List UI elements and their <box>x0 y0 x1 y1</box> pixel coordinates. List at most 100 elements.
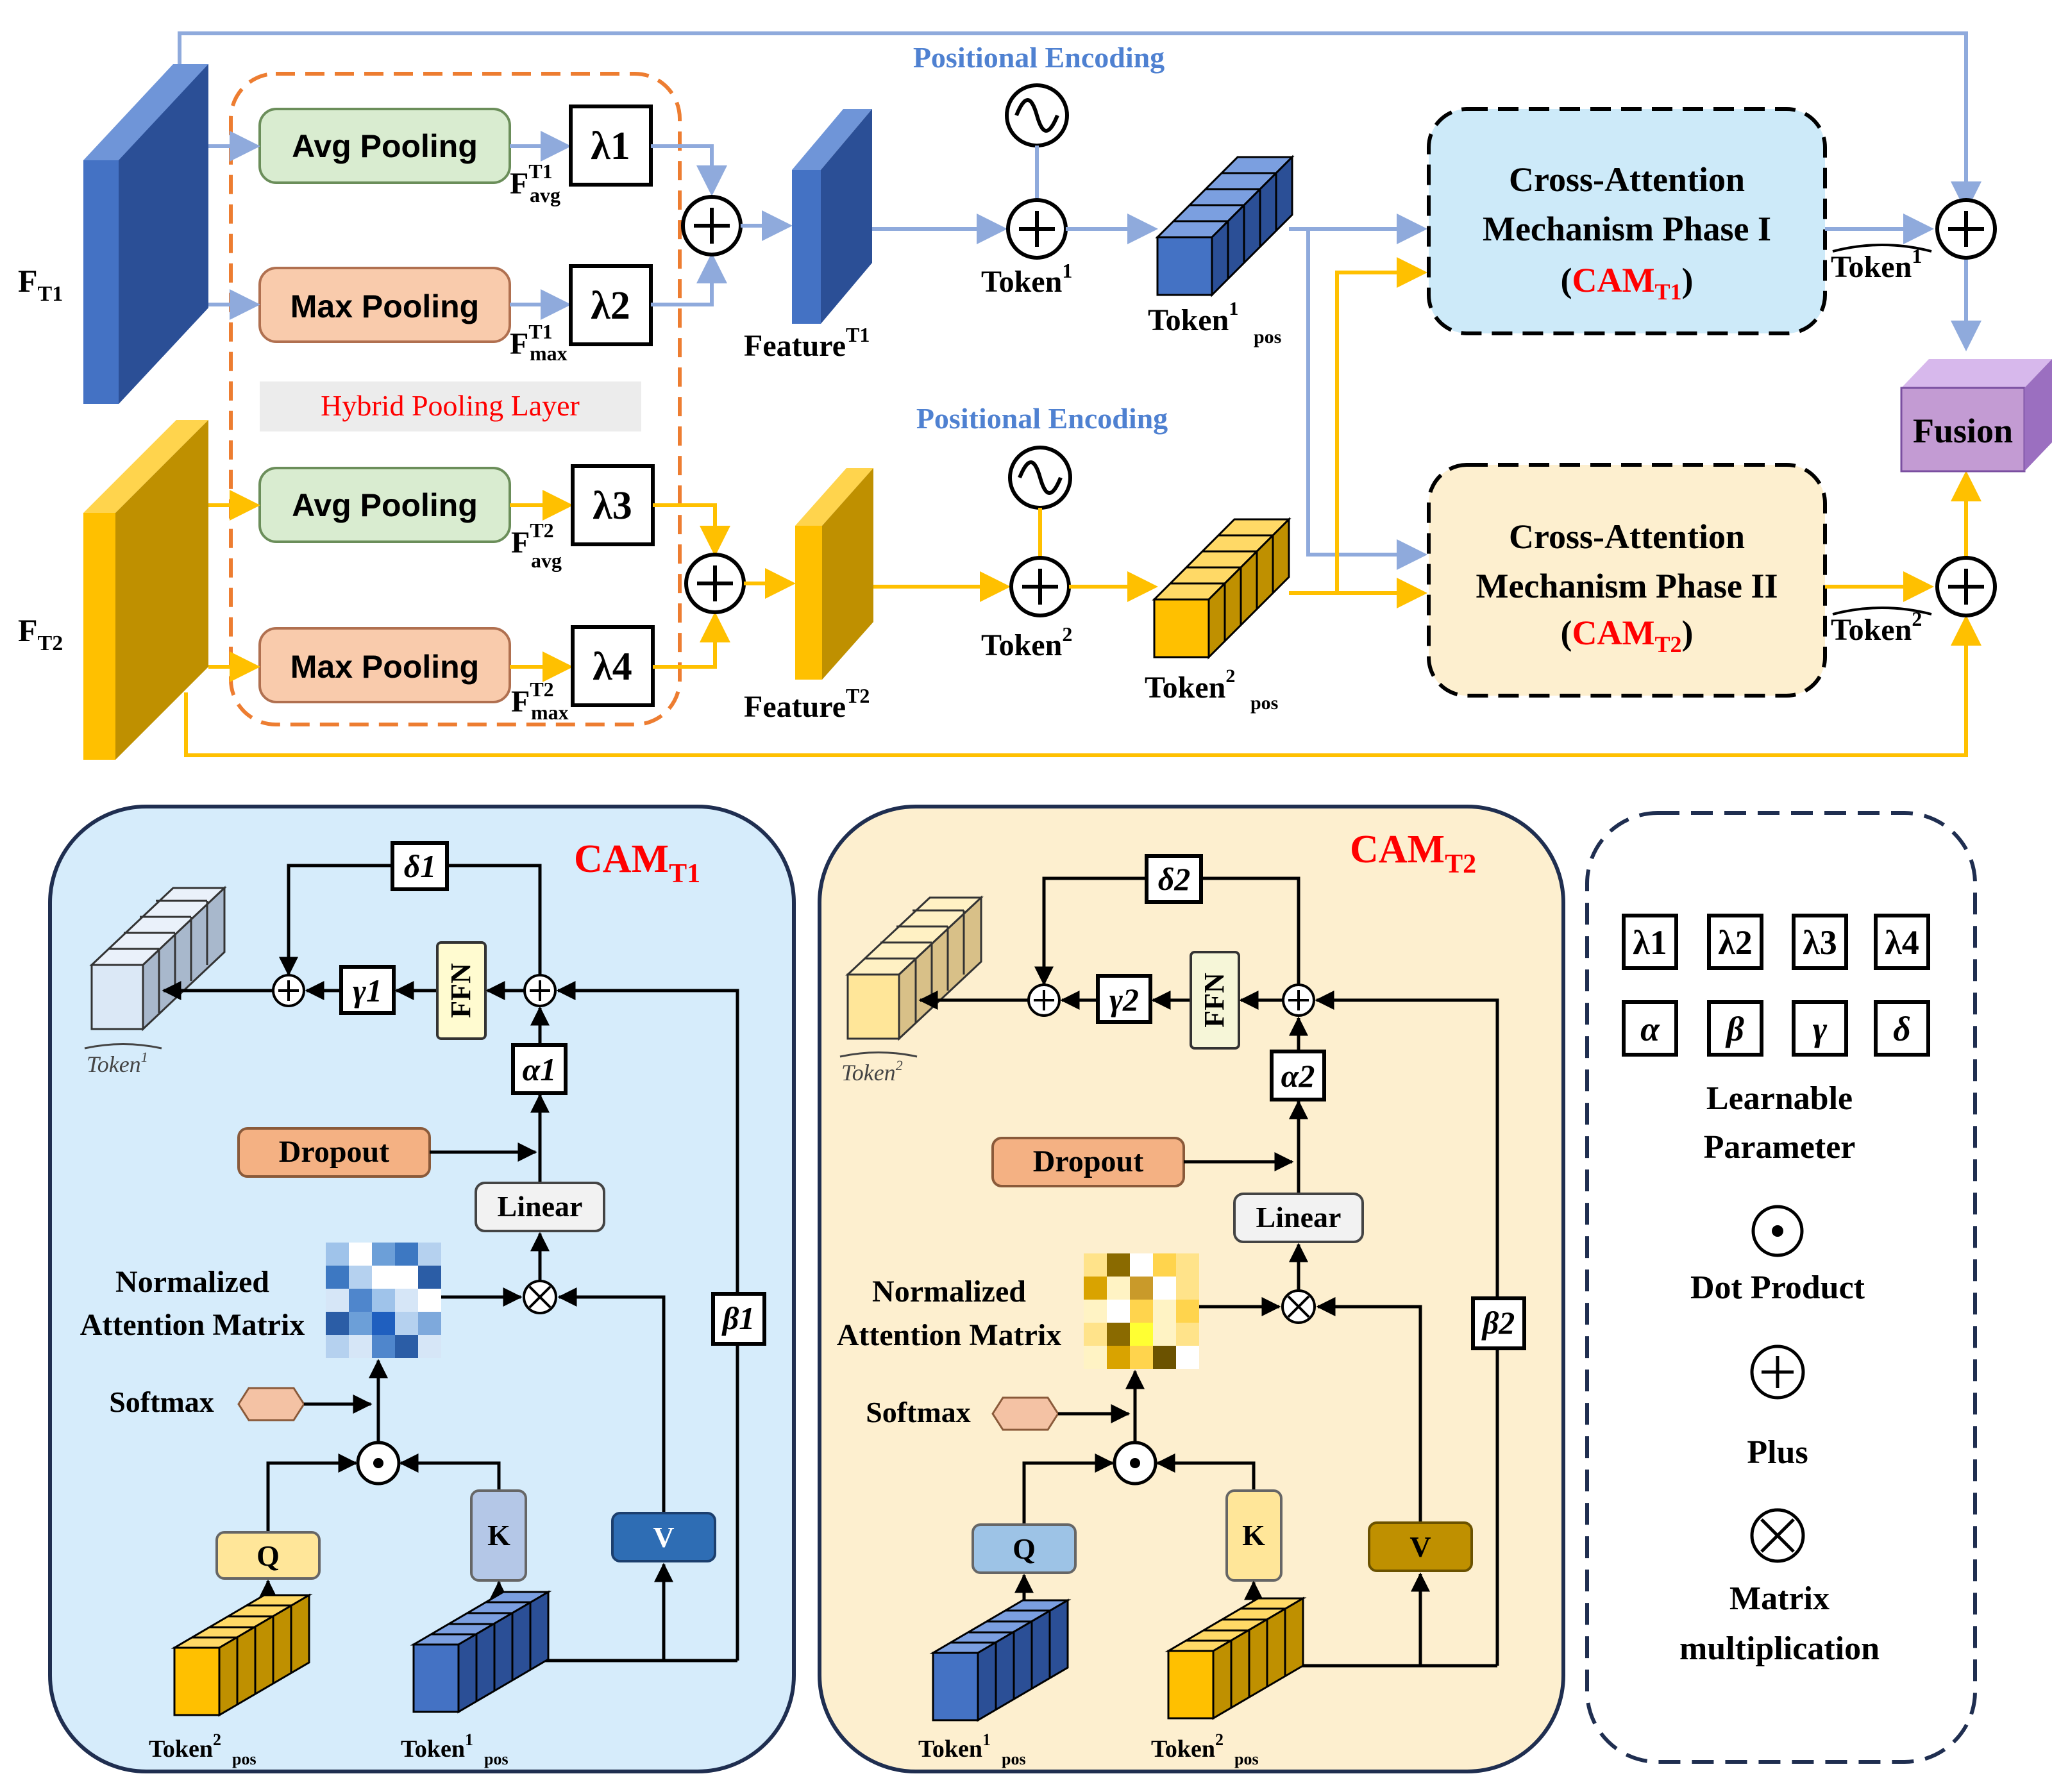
cam2-norm-label-2: Attention Matrix <box>837 1318 1062 1352</box>
cam2-dropout-box: Dropout <box>991 1137 1185 1187</box>
f-avg-t2-label: FT2 <box>511 519 554 560</box>
legend-dot-product-icon <box>1751 1205 1804 1257</box>
legend-param-beta: β <box>1707 1000 1763 1057</box>
legend-learnable-1: Learnable <box>1706 1080 1853 1117</box>
avg-pooling-t1: Avg Pooling <box>258 108 511 184</box>
cam2-norm-label-1: Normalized <box>872 1275 1026 1309</box>
legend-matmul-icon <box>1750 1508 1805 1563</box>
fusion-cube: Fusion <box>1900 359 2052 473</box>
cam-phase2-box: Cross-Attention Mechanism Phase II (CAMT… <box>1427 463 1827 698</box>
svg-text:α2: α2 <box>1281 1058 1315 1094</box>
cam2-matmul-op <box>1281 1289 1316 1324</box>
cam1-ffn-box: FFN <box>436 941 487 1040</box>
svg-text:V: V <box>653 1521 674 1553</box>
token2-label: Token2 <box>981 623 1072 662</box>
positional-encoding-label-2: Positional Encoding <box>916 402 1168 435</box>
svg-text:λ4: λ4 <box>1885 923 1919 962</box>
svg-text:Q: Q <box>257 1539 280 1572</box>
positional-encoding-label-1: Positional Encoding <box>913 41 1165 74</box>
feature-t2-label: FeatureT2 <box>744 684 870 724</box>
plus-op-t1 <box>681 195 743 256</box>
feature-t1-block <box>792 109 872 324</box>
svg-text:α1: α1 <box>523 1051 557 1087</box>
svg-text:Linear: Linear <box>498 1190 583 1223</box>
hybrid-pooling-label-bg <box>260 381 641 431</box>
cam2-ffn-box: FFN <box>1190 951 1240 1050</box>
svg-text:Mechanism Phase II: Mechanism Phase II <box>1476 567 1778 605</box>
f-avg-t2-sub: avg <box>531 549 562 572</box>
cam1-k-token-stack <box>410 1590 552 1714</box>
cam2-k-box: K <box>1225 1489 1283 1582</box>
cam1-panel-title: CAMT1 <box>574 837 700 889</box>
lambda3-box: λ3 <box>571 464 655 546</box>
cam1-gamma-box: γ1 <box>339 965 396 1015</box>
cam2-output-hat <box>839 1051 918 1058</box>
ft2-label: FT2 <box>18 612 63 655</box>
ft1-feature-block <box>83 64 208 404</box>
legend-param-delta: δ <box>1874 1000 1930 1057</box>
f-max-t2-sub: max <box>531 701 569 724</box>
svg-text:β1: β1 <box>721 1300 755 1336</box>
cam2-q-token-stack <box>929 1598 1072 1722</box>
svg-text:γ1: γ1 <box>353 973 382 1009</box>
svg-text:Q: Q <box>1013 1532 1036 1565</box>
cam1-v-box: V <box>611 1512 716 1562</box>
lambda2-box: λ2 <box>569 264 653 346</box>
cam1-delta-box: δ1 <box>391 841 449 891</box>
cam2-k-token-label: Token2 <box>1151 1730 1224 1763</box>
cam2-plus-left <box>1027 984 1061 1017</box>
plus-fusion-1 <box>1935 198 1997 260</box>
cam1-q-token-sub: pos <box>232 1750 257 1768</box>
svg-text:λ1: λ1 <box>1633 923 1667 962</box>
svg-text:Avg Pooling: Avg Pooling <box>292 128 478 164</box>
legend-param-alpha: α <box>1622 1000 1678 1057</box>
svg-text:Max Pooling: Max Pooling <box>290 649 479 685</box>
f-avg-t1-label: FT1 <box>510 160 553 201</box>
cam2-attention-matrix <box>1084 1253 1199 1369</box>
svg-text:V: V <box>1409 1530 1431 1563</box>
token-hat1-hat <box>1832 244 1932 253</box>
token-hat1-label: Token1 <box>1831 244 1922 284</box>
cam1-matmul-op <box>523 1280 557 1314</box>
cam1-k-box: K <box>470 1489 527 1582</box>
cam2-q-token-label: Token1 <box>918 1730 991 1763</box>
cam2-panel-title: CAMT2 <box>1350 828 1476 879</box>
legend-plus-icon <box>1750 1344 1805 1400</box>
max-pooling-t1: Max Pooling <box>258 267 511 343</box>
token1-label: Token1 <box>981 259 1072 299</box>
token-hat2-label: Token2 <box>1831 607 1922 647</box>
token-pos1-stack <box>1155 155 1295 297</box>
svg-text:γ2: γ2 <box>1109 982 1139 1017</box>
legend-matmul-label-1: Matrix <box>1729 1580 1830 1617</box>
cam2-dot-product-op <box>1113 1441 1157 1486</box>
cam1-q-token-label: Token2 <box>149 1730 221 1763</box>
legend-learnable-2: Parameter <box>1704 1129 1856 1166</box>
svg-text:λ1: λ1 <box>591 124 630 168</box>
svg-text:γ: γ <box>1813 1010 1828 1048</box>
cam2-v-box: V <box>1368 1521 1473 1572</box>
legend-param-lambda2: λ2 <box>1707 914 1763 970</box>
svg-text:Linear: Linear <box>1256 1201 1342 1234</box>
f-max-t2-label: FT2 <box>511 678 554 719</box>
f-max-t1-sub: max <box>530 342 568 365</box>
cam1-plus-left <box>272 974 305 1007</box>
legend-matmul-label-2: multiplication <box>1679 1630 1880 1667</box>
svg-text:β: β <box>1725 1010 1744 1048</box>
plus-token2 <box>1009 556 1071 617</box>
cam1-beta-box: β1 <box>711 1292 766 1346</box>
cam2-gamma-box: γ2 <box>1096 974 1152 1024</box>
svg-text:(CAMT1): (CAMT1) <box>1561 261 1694 305</box>
cam1-k-token-label: Token1 <box>401 1730 473 1763</box>
legend-param-lambda4: λ4 <box>1874 914 1930 970</box>
svg-text:Dropout: Dropout <box>279 1135 389 1169</box>
cam1-softmax-icon <box>237 1387 305 1421</box>
svg-text:λ3: λ3 <box>593 484 632 528</box>
cam1-q-box: Q <box>215 1531 321 1580</box>
feature-t2-block <box>795 468 873 680</box>
cam2-q-box: Q <box>972 1523 1077 1574</box>
plus-token1 <box>1006 198 1068 260</box>
svg-text:Avg Pooling: Avg Pooling <box>292 487 478 523</box>
cam2-linear-box: Linear <box>1233 1193 1364 1243</box>
cam1-norm-label-1: Normalized <box>115 1265 269 1299</box>
cam1-k-token-sub: pos <box>484 1750 509 1768</box>
